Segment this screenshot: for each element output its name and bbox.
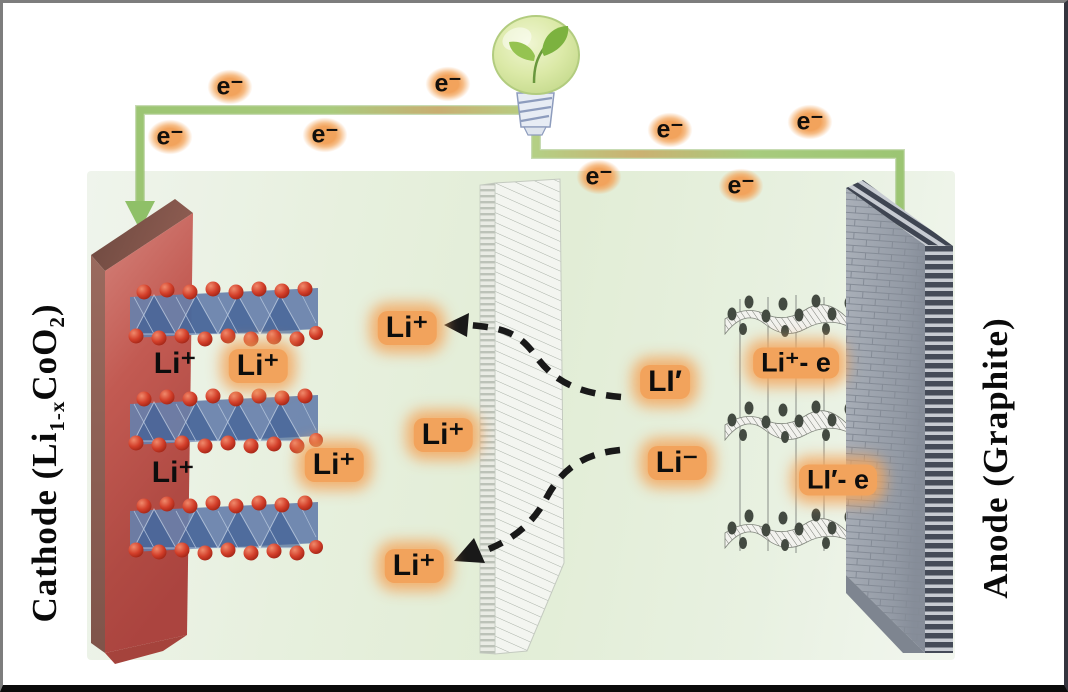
lithium-deintercalation-label: LI′- e bbox=[799, 464, 877, 496]
electron-label: e⁻ bbox=[718, 168, 764, 204]
electron-label: e⁻ bbox=[576, 159, 622, 195]
lithium-ion-label: LI′ bbox=[640, 365, 690, 399]
electron-label: e⁻ bbox=[425, 66, 471, 102]
light-bulb bbox=[492, 15, 580, 136]
diagram-graphics bbox=[91, 15, 953, 664]
lithium-ion-label: Li⁺ bbox=[151, 456, 195, 489]
lithium-ion-label: Li⁺ bbox=[228, 349, 288, 383]
cathode-title: Cathode (Li1-xCoO2) bbox=[24, 303, 69, 623]
electron-label: e⁻ bbox=[207, 69, 253, 105]
lithium-ion-label: Li⁺ bbox=[413, 418, 473, 452]
electron-label: e⁻ bbox=[147, 119, 193, 155]
label-layer: Cathode (Li1-xCoO2) Anode (Graphite) e⁻ … bbox=[3, 3, 1064, 685]
leaf-icon bbox=[509, 41, 535, 61]
electron-label: e⁻ bbox=[647, 112, 693, 148]
anode-plate bbox=[846, 180, 953, 653]
lithium-ion-label: Li⁺ bbox=[377, 311, 437, 345]
leaf-icon bbox=[542, 26, 569, 56]
ion-flow-arrows bbox=[468, 321, 622, 552]
ion-flow-arrowheads bbox=[444, 313, 485, 563]
lithium-ion-label: Li⁺ bbox=[384, 549, 444, 583]
lithium-ion-label: Li⁻ bbox=[647, 446, 707, 480]
anode-title: Anode (Graphite) bbox=[976, 317, 1015, 599]
electron-label: e⁻ bbox=[787, 104, 833, 140]
lithium-ion-label: Li⁺ bbox=[153, 347, 197, 380]
lithium-deintercalation-label: Li⁺- e bbox=[753, 347, 839, 379]
electron-label: e⁻ bbox=[302, 117, 348, 153]
current-arrowhead bbox=[125, 201, 155, 230]
lithium-ion-label: Li⁺ bbox=[304, 448, 364, 482]
